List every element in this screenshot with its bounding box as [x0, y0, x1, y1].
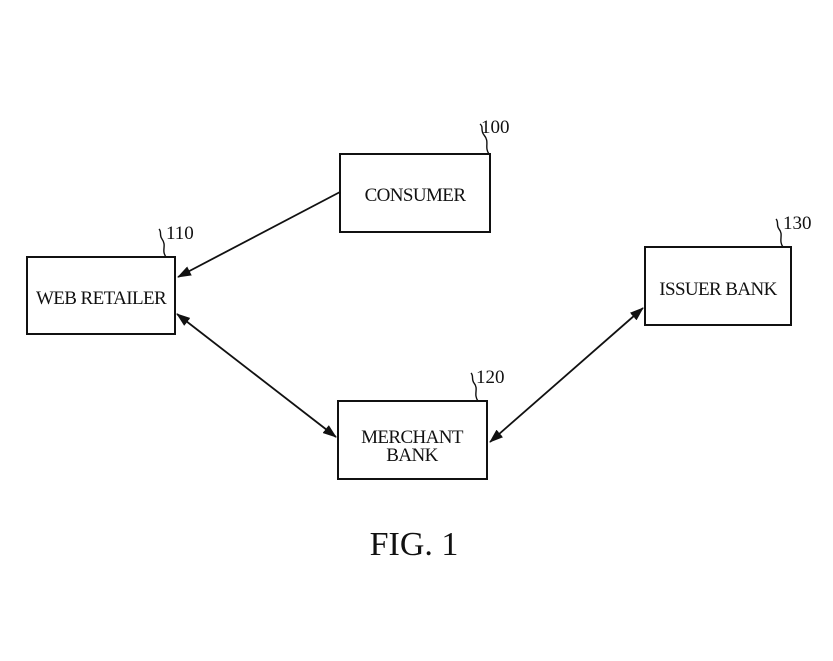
consumer-label: CONSUMER [365, 185, 467, 206]
issuer-bank-ref-number: 130 [783, 213, 812, 234]
web-retailer-ref-number: 110 [166, 223, 194, 244]
node-issuer-bank: ISSUER BANK 130 [644, 213, 812, 326]
merchant-bank-label-line2: BANK [386, 445, 438, 466]
issuer-bank-box [644, 246, 792, 326]
issuer-bank-label: ISSUER BANK [659, 279, 777, 300]
figure-caption: FIG. 1 [370, 526, 459, 563]
arrow-web-retailer-merchant-bank [176, 313, 337, 438]
consumer-ref-leader [479, 123, 490, 155]
merchant-bank-ref-leader [470, 372, 479, 402]
issuer-bank-ref-leader [775, 218, 784, 248]
node-merchant-bank: MERCHANT BANK 120 [337, 367, 505, 480]
arrow-merchant-bank-issuer-bank [489, 307, 644, 443]
merchant-bank-box [337, 400, 488, 480]
node-consumer: CONSUMER 100 [339, 117, 510, 233]
web-retailer-ref-leader [158, 228, 167, 258]
merchant-bank-label-line1: MERCHANT [361, 427, 464, 448]
node-web-retailer: WEB RETAILER 110 [26, 223, 194, 335]
web-retailer-box [26, 256, 176, 335]
web-retailer-label: WEB RETAILER [36, 288, 167, 309]
merchant-bank-ref-number: 120 [476, 367, 505, 388]
arrow-consumer-to-web-retailer [177, 191, 341, 278]
consumer-box [339, 153, 491, 233]
consumer-ref-number: 100 [481, 117, 510, 138]
